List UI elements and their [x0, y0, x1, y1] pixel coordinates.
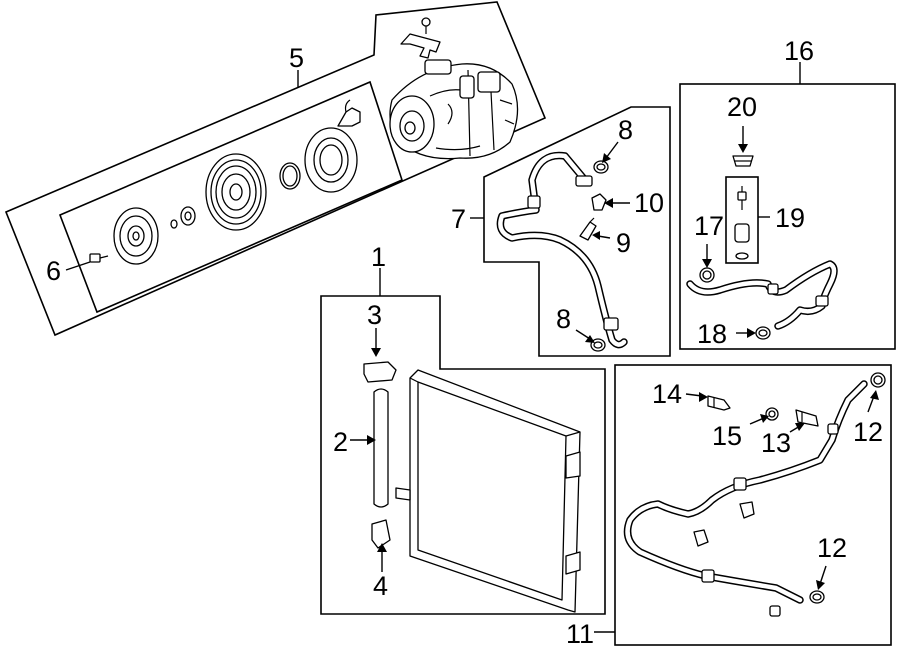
callout-4: 4	[373, 571, 388, 601]
callout-7: 7	[451, 204, 466, 234]
leader-lines	[65, 62, 801, 633]
callout-9: 9	[616, 228, 631, 258]
callout-17: 17	[694, 211, 724, 241]
callout-1: 1	[371, 242, 386, 272]
callout-18: 18	[697, 319, 727, 349]
callout-16: 16	[784, 36, 814, 66]
arrows	[350, 126, 879, 590]
compressor-body	[389, 59, 519, 160]
callout-8-bottom: 8	[556, 304, 571, 334]
o-ring-18	[755, 326, 771, 340]
clutch-shims	[170, 206, 196, 229]
callout-8-top: 8	[618, 115, 633, 145]
callout-12-bottom: 12	[817, 533, 847, 563]
o-ring-12-bottom	[809, 590, 825, 604]
clutch-pulley	[205, 153, 267, 231]
callout-15: 15	[712, 421, 742, 451]
liquid-line-clips	[693, 501, 755, 547]
clutch-bolt	[89, 253, 109, 263]
drier-desiccant-2	[373, 388, 389, 508]
callout-19: 19	[775, 203, 805, 233]
drier-cap-4	[371, 519, 391, 549]
valve-13	[795, 409, 819, 427]
callout-5: 5	[289, 43, 304, 73]
callout-3: 3	[367, 300, 382, 330]
callout-6: 6	[46, 256, 61, 286]
callout-10: 10	[634, 188, 664, 218]
cap-20	[732, 155, 754, 167]
callout-14: 14	[652, 379, 682, 409]
frame-suction-hose	[483, 106, 671, 357]
pressure-switch-14	[707, 395, 731, 411]
o-ring-8-bottom	[590, 338, 606, 352]
valve-core-19	[734, 186, 750, 260]
callout-11: 11	[566, 619, 594, 649]
drier-cap-3	[363, 361, 397, 383]
callout-2: 2	[333, 427, 348, 457]
suction-hose	[496, 151, 628, 349]
frame-rear-hose	[679, 83, 896, 350]
rear-ac-hose	[686, 260, 838, 330]
o-ring-15	[765, 407, 779, 421]
o-ring-17	[699, 267, 715, 283]
callout-12-top: 12	[853, 417, 883, 447]
charge-valve-9	[579, 217, 597, 241]
callout-13: 13	[761, 428, 791, 458]
clutch-snap-ring	[279, 162, 301, 190]
clutch-hub	[113, 207, 159, 265]
liquid-line-hose	[623, 380, 868, 617]
o-ring-12-top	[870, 372, 886, 388]
clutch-field-coil	[304, 99, 361, 193]
o-ring-8-top	[593, 160, 609, 174]
service-cap-10	[591, 193, 607, 211]
callout-labels: 1 2 3 4 5 6 7 8 8 9 10 11 12 12 13 14 15…	[46, 36, 883, 649]
callout-20: 20	[727, 92, 757, 122]
compressor-bracket	[400, 17, 441, 59]
condenser	[395, 369, 581, 613]
